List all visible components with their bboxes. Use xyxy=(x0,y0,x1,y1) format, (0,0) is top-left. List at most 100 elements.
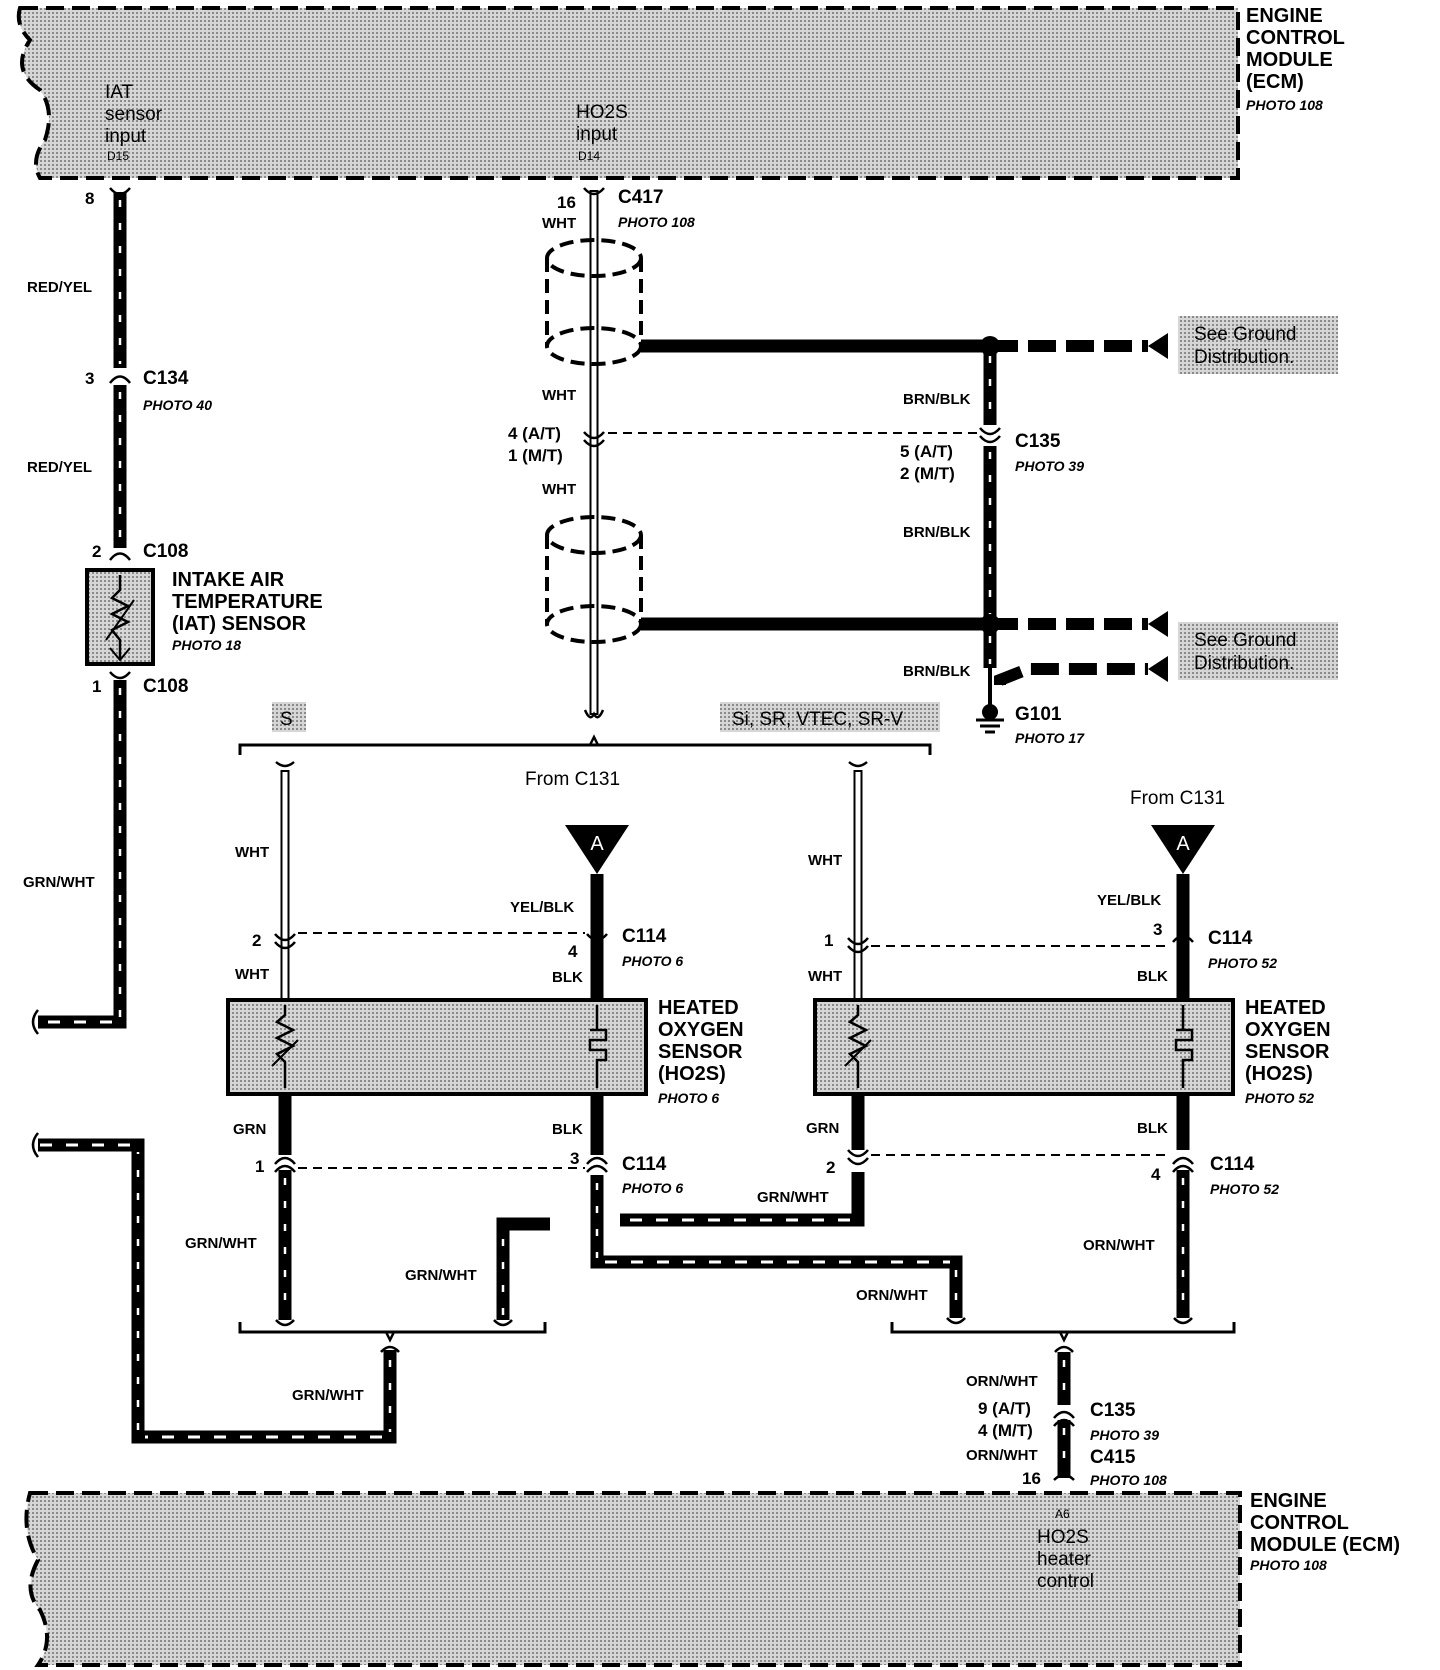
iat-wire-label-3: GRN/WHT xyxy=(23,874,95,891)
svg-text:A: A xyxy=(590,833,604,855)
left-c114-pwr-symbol xyxy=(586,933,608,942)
from-c131-right: From C131 xyxy=(1130,788,1225,809)
c135-ho2s-connector-symbol xyxy=(583,431,605,448)
right-pwr-pin: 3 xyxy=(1153,920,1162,939)
from-c131-left: From C131 xyxy=(525,769,620,790)
c108-top-pin-number: 2 xyxy=(92,542,101,561)
ecm-ho2s-pin: D14 xyxy=(578,149,600,163)
right-c114-htr-symbol xyxy=(1172,1156,1194,1173)
left-wht-top-label: WHT xyxy=(235,844,269,861)
ecm-heater-control-label: HO2S heater control xyxy=(1037,1527,1096,1592)
g101-ground-symbol xyxy=(976,668,1004,734)
node-a-right: A xyxy=(1151,825,1215,874)
right-c114-bottom-photo: PHOTO 52 xyxy=(1210,1181,1279,1197)
c108-bottom-connector-label: C108 xyxy=(143,676,188,697)
c417-connector-symbol xyxy=(583,187,605,196)
ecm-bottom-photo: PHOTO 108 xyxy=(1250,1557,1327,1573)
c415-connector-symbol xyxy=(1053,1473,1075,1481)
ecm-bottom-module xyxy=(24,1491,1242,1667)
g101-photo: PHOTO 17 xyxy=(1015,730,1085,746)
left-yelblk-label: YEL/BLK xyxy=(510,899,574,916)
ecm-top-module xyxy=(16,6,1240,180)
shield-upper-drain-wire xyxy=(641,333,1168,359)
brnblk-label-2: BRN/BLK xyxy=(903,524,971,541)
right-wht-top-hook xyxy=(848,761,868,768)
right-gnd-pin: 2 xyxy=(826,1158,835,1177)
left-grnwht-label-2: GRN/WHT xyxy=(405,1267,477,1284)
c135-heater-connector-label: C135 xyxy=(1090,1400,1136,1421)
right-c114-pwr-symbol xyxy=(1172,934,1194,943)
left-c114-top-photo: PHOTO 6 xyxy=(622,953,683,969)
left-wht-top-hook xyxy=(275,761,295,768)
c108-bottom-connector-symbol xyxy=(109,671,131,680)
left-grnwht-jog-wire xyxy=(496,1217,550,1320)
iat-sensor-symbol xyxy=(85,568,155,666)
ecm-ho2s-input-label: HO2S input xyxy=(576,102,633,145)
right-blk-top-label: BLK xyxy=(1137,968,1168,985)
left-grnwht-return-end-hook xyxy=(31,1132,39,1158)
svg-text:Si, SR, VTEC, SR-V: Si, SR, VTEC, SR-V xyxy=(732,709,903,730)
c108-top-connector-symbol xyxy=(109,552,131,561)
ecm-bottom-pin: A6 xyxy=(1055,1507,1070,1521)
c415-photo: PHOTO 108 xyxy=(1090,1472,1167,1488)
c415-connector-label: C415 xyxy=(1090,1447,1136,1468)
ho2s-wire-label-mid: WHT xyxy=(542,387,576,404)
right-c114-sig-symbol xyxy=(847,937,869,954)
brnblk-label-3: BRN/BLK xyxy=(903,663,971,680)
right-c114-top-photo: PHOTO 52 xyxy=(1208,955,1277,971)
variant-label-s: S xyxy=(272,702,306,732)
variant-label-si: Si, SR, VTEC, SR-V xyxy=(720,702,940,732)
right-ho2s-photo: PHOTO 52 xyxy=(1245,1090,1314,1106)
right-c114-bottom-label: C114 xyxy=(1210,1154,1255,1175)
left-wht-bottom-label: WHT xyxy=(235,966,269,983)
left-ho2s-sensor-body xyxy=(226,998,648,1096)
iat-wire-end-hook xyxy=(31,1009,39,1035)
c135-heater-connector-symbol xyxy=(1053,1410,1075,1427)
right-ho2s-title: HEATED OXYGEN SENSOR (HO2S) xyxy=(1245,997,1336,1085)
c134-pin-number: 3 xyxy=(85,369,94,388)
left-bottom-bus xyxy=(238,1322,547,1343)
c135-drain-pins: 5 (A/T) 2 (M/T) xyxy=(900,442,958,483)
right-yelblk-label: YEL/BLK xyxy=(1097,892,1161,909)
left-ho2s-title: HEATED OXYGEN SENSOR (HO2S) xyxy=(658,997,749,1085)
right-ho2s-sensor-body xyxy=(813,998,1235,1096)
c417-connector-label: C417 xyxy=(618,187,663,208)
left-pwr-pin: 4 xyxy=(568,942,578,961)
svg-text:A: A xyxy=(1176,833,1190,855)
left-grnwht-label-1: GRN/WHT xyxy=(185,1235,257,1252)
heater-ornwht-top-label: ORN/WHT xyxy=(966,1373,1038,1390)
left-grnwht-tail-hook xyxy=(493,1319,513,1327)
left-blk-bottom-label: BLK xyxy=(552,1121,583,1138)
right-wht-top-label: WHT xyxy=(808,852,842,869)
ho2s-signal-end-hook xyxy=(583,709,605,719)
left-grn-label: GRN xyxy=(233,1121,266,1138)
left-grnwht-return-top-hook xyxy=(380,1345,400,1353)
shield-lower-drain-wire xyxy=(641,611,1168,686)
c415-pin-number: 16 xyxy=(1022,1469,1041,1488)
left-grnwht-label-3: GRN/WHT xyxy=(292,1387,364,1404)
left-c114-bottom-label: C114 xyxy=(622,1154,667,1175)
right-sig-pin: 1 xyxy=(824,931,833,950)
right-htr-pin: 4 xyxy=(1151,1165,1161,1184)
right-grn-label: GRN xyxy=(806,1120,839,1137)
right-c114-top-label: C114 xyxy=(1208,928,1253,949)
right-c114-gnd-symbol xyxy=(847,1149,869,1166)
c135-drain-connector-symbol xyxy=(979,427,1001,444)
left-c114-gnd-symbol xyxy=(274,1156,296,1173)
c135-heater-pins: 9 (A/T) 4 (M/T) xyxy=(978,1399,1036,1440)
heater-return-top-hook xyxy=(1054,1345,1074,1353)
ecm-iat-input-label: IAT sensor input xyxy=(105,82,167,147)
c134-photo: PHOTO 40 xyxy=(143,397,212,413)
left-c114-bottom-photo: PHOTO 6 xyxy=(622,1180,683,1196)
iat-sensor-name: INTAKE AIR TEMPERATURE (IAT) SENSOR xyxy=(172,569,328,635)
left-ho2s-photo: PHOTO 6 xyxy=(658,1090,719,1106)
right-bottom-bus xyxy=(890,1322,1236,1343)
left-c114-top-label: C114 xyxy=(622,926,667,947)
right-blk-tail-hook xyxy=(1173,1317,1193,1325)
iat-wire-label-2: RED/YEL xyxy=(27,459,92,476)
